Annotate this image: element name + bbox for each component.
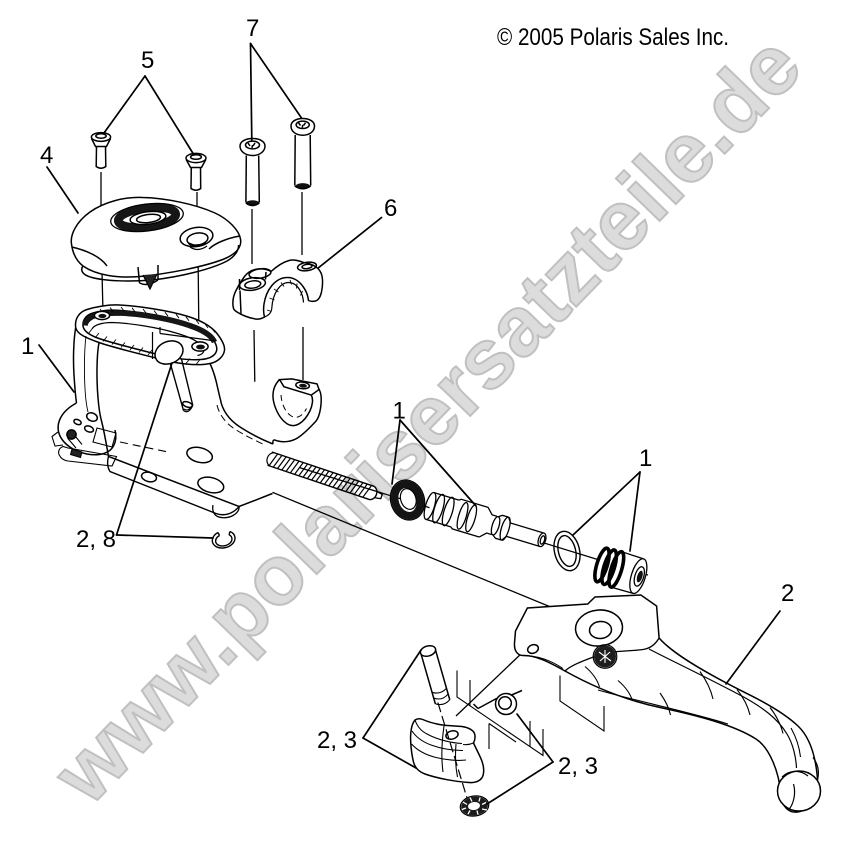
svg-text:2, 8: 2, 8 bbox=[76, 526, 116, 553]
svg-text:1: 1 bbox=[393, 398, 406, 425]
svg-text:5: 5 bbox=[141, 47, 154, 74]
svg-text:1: 1 bbox=[21, 333, 34, 360]
svg-text:4: 4 bbox=[40, 142, 53, 169]
svg-text:2, 3: 2, 3 bbox=[317, 727, 357, 754]
svg-text:7: 7 bbox=[246, 15, 259, 42]
svg-text:1: 1 bbox=[639, 445, 652, 472]
svg-text:2, 3: 2, 3 bbox=[558, 753, 598, 780]
svg-text:© 2005 Polaris Sales Inc.: © 2005 Polaris Sales Inc. bbox=[497, 24, 729, 51]
svg-text:6: 6 bbox=[384, 195, 397, 222]
svg-text:2: 2 bbox=[781, 580, 794, 607]
